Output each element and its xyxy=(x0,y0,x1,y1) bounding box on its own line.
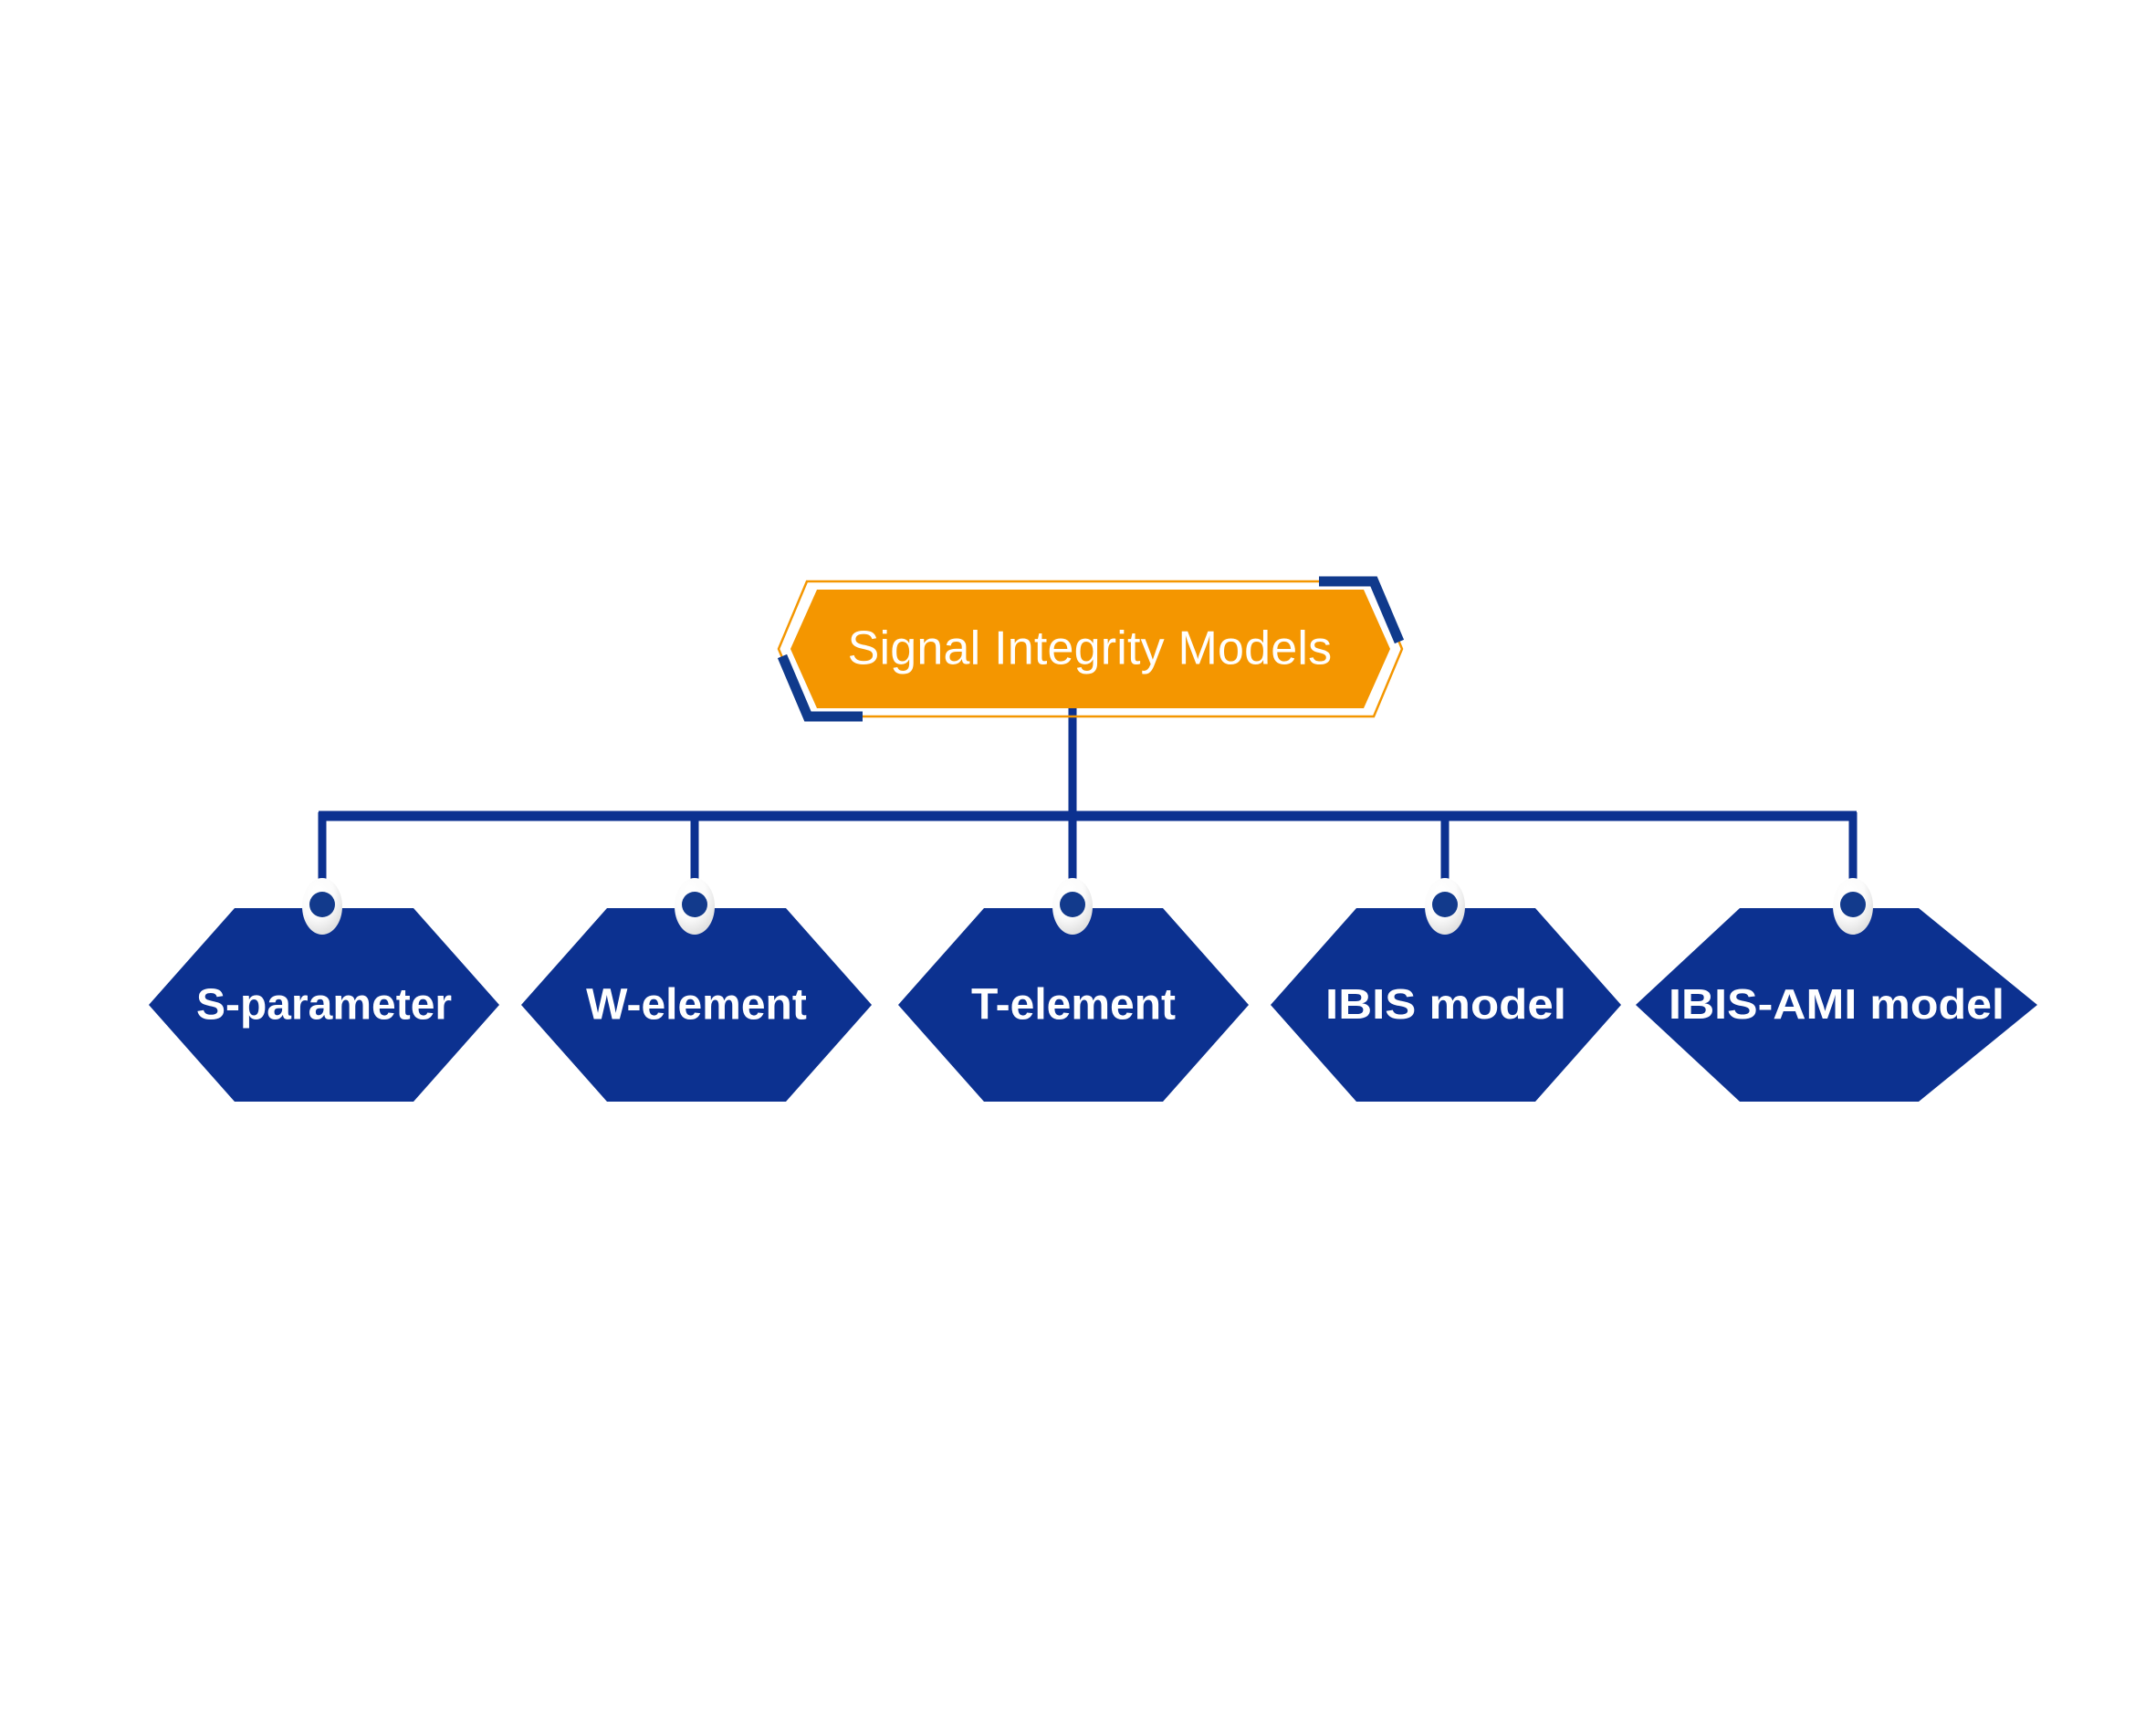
connector-dot-core-icon-4 xyxy=(1432,892,1458,917)
connector-dot-2[interactable] xyxy=(675,878,715,935)
child-node-ibis-model[interactable]: IBIS model xyxy=(1271,908,1621,1102)
child-node-t-element[interactable]: T-element xyxy=(898,908,1249,1102)
child-node-shape-4[interactable] xyxy=(1271,908,1621,1102)
child-node-label-3: T-element xyxy=(971,981,1176,1030)
root-accent-bottom-left xyxy=(777,653,863,722)
child-node-label-5: IBIS-AMI model xyxy=(1669,980,2004,1028)
child-node-label-1: S-parameter xyxy=(196,981,452,1030)
root-node-label: Signal Integrity Models xyxy=(848,622,1333,675)
child-node-shape-1[interactable] xyxy=(149,908,499,1102)
connector-dot-1[interactable] xyxy=(302,878,342,935)
connector-dot-4[interactable] xyxy=(1425,878,1465,935)
root-node-shape[interactable] xyxy=(790,590,1390,708)
child-node-label-4: IBIS model xyxy=(1325,980,1566,1028)
root-node-signal-integrity-models[interactable]: Signal Integrity Models xyxy=(777,576,1405,722)
connector-dot-core-icon-5 xyxy=(1840,892,1866,917)
child-node-s-parameter[interactable]: S-parameter xyxy=(149,908,499,1102)
child-node-shape-5[interactable] xyxy=(1636,908,2037,1102)
child-node-label-2: W-element xyxy=(586,981,807,1030)
connector-group xyxy=(318,705,1858,896)
connector-dot-3[interactable] xyxy=(1052,878,1093,935)
connector-dot-core-icon-2 xyxy=(682,892,707,917)
connector-dot-5[interactable] xyxy=(1833,878,1873,935)
root-accent-top-right xyxy=(1319,576,1405,644)
child-node-shape-3[interactable] xyxy=(898,908,1249,1102)
connector-dot-group xyxy=(302,878,1873,935)
connector-dot-core-icon-3 xyxy=(1060,892,1085,917)
connector-dot-core-icon-1 xyxy=(309,892,335,917)
child-node-shape-2[interactable] xyxy=(521,908,872,1102)
child-node-ibis-ami-model[interactable]: IBIS-AMI model xyxy=(1636,908,2037,1102)
child-node-w-element[interactable]: W-element xyxy=(521,908,872,1102)
